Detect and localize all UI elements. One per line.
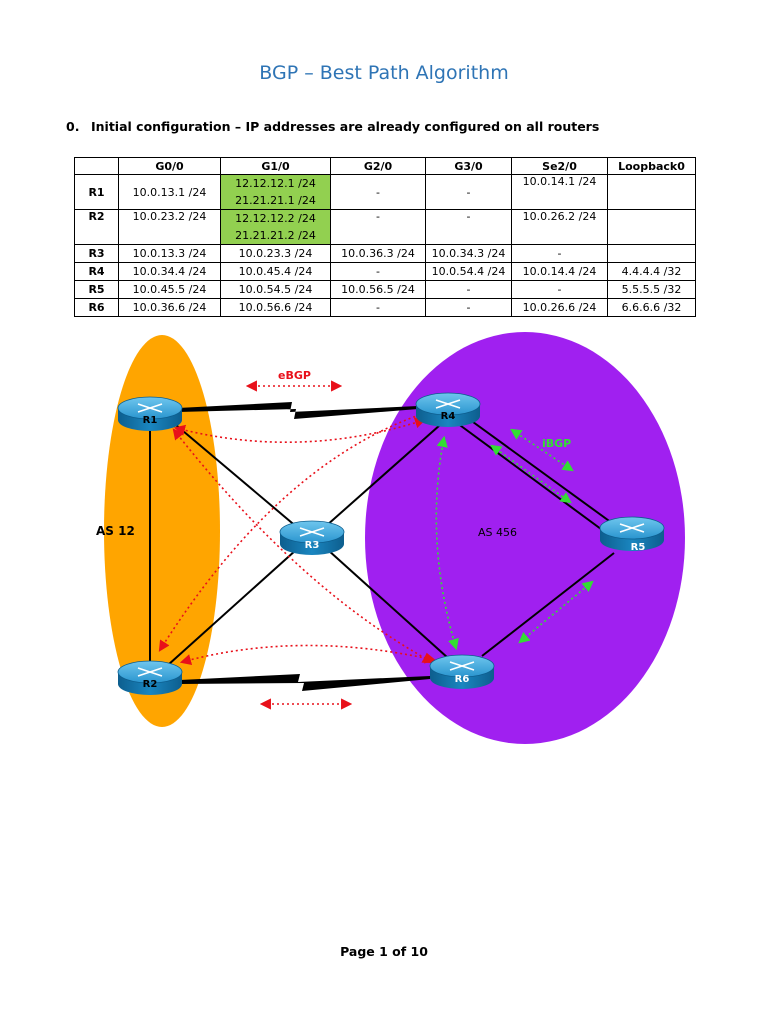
router-cell: R4 — [74, 262, 119, 281]
table-cell: - — [511, 244, 608, 263]
table-cell: 10.0.54.4 /24 — [425, 262, 512, 281]
table-cell: - — [330, 298, 426, 317]
ibgp-r4-r5 — [490, 444, 572, 504]
table-cell: - — [425, 209, 512, 245]
page-footer: Page 1 of 10 — [340, 944, 428, 959]
ibgp-r4-r6 — [435, 435, 459, 651]
table-row: R4 10.0.34.4 /24 10.0.45.4 /24 - 10.0.54… — [74, 262, 696, 281]
router-label: R6 — [455, 674, 470, 685]
table-cell: 10.0.54.5 /24 — [220, 280, 331, 299]
table-cell: 10.0.45.4 /24 — [220, 262, 331, 281]
ebgp-sessions — [158, 380, 437, 710]
table-cell: 10.0.34.3 /24 — [425, 244, 512, 263]
topology-diagram: eBGP iBGP AS 12 AS 456 R1 R2 R3 R4 — [96, 332, 685, 744]
table-cell: 10.0.14.1 /24 — [511, 174, 608, 210]
table-cell-line: 12.12.12.2 /24 — [221, 210, 330, 227]
router-r4: R4 — [415, 392, 481, 427]
table-cell: 5.5.5.5 /32 — [607, 280, 696, 299]
table-cell-line: 10.0.23.3 /24 — [238, 247, 313, 260]
table-cell: 10.0.23.2 /24 — [118, 209, 221, 245]
table-header: Loopback0 — [607, 157, 696, 175]
table-cell — [607, 174, 696, 210]
section-text: Initial configuration – IP addresses are… — [91, 119, 600, 134]
table-cell-line: 10.0.45.4 /24 — [238, 265, 313, 278]
table-cell: 10.0.36.6 /24 — [118, 298, 221, 317]
table-cell: - — [425, 298, 512, 317]
table-cell: 10.0.23.3 /24 — [220, 244, 331, 263]
table-cell — [607, 209, 696, 245]
table-cell-line: 12.12.12.1 /24 — [221, 175, 330, 192]
table-header: G3/0 — [425, 157, 512, 175]
table-cell-line: 21.21.21.2 /24 — [221, 227, 330, 244]
table-cell: 10.0.34.4 /24 — [118, 262, 221, 281]
router-label: R5 — [631, 542, 646, 553]
ibgp-label: iBGP — [542, 437, 571, 450]
table-cell: 10.0.56.5 /24 — [330, 280, 426, 299]
table-cell: 12.12.12.1 /24 21.21.21.1 /24 — [220, 174, 331, 210]
table-cell: - — [511, 280, 608, 299]
table-cell: - — [330, 174, 426, 210]
table-row: R1 10.0.13.1 /24 12.12.12.1 /24 21.21.21… — [74, 174, 696, 210]
ip-address-table: G0/0 G1/0 G2/0 G3/0 Se2/0 Loopback0 R1 1… — [74, 157, 696, 317]
ibgp-sessions — [435, 428, 594, 651]
ebgp-label: eBGP — [278, 369, 311, 382]
table-cell: - — [425, 280, 512, 299]
router-label: R4 — [441, 411, 456, 422]
table-header: G2/0 — [330, 157, 426, 175]
router-r5: R5 — [599, 516, 665, 553]
router-r1: R1 — [117, 396, 183, 431]
router-cell: R6 — [74, 298, 119, 317]
router-cell: R5 — [74, 280, 119, 299]
ebgp-r2-r6 — [179, 644, 437, 666]
section-heading: 0. Initial configuration – IP addresses a… — [66, 119, 599, 134]
ibgp-r5-r6 — [518, 580, 594, 644]
serial-link-r1-r4 — [178, 402, 418, 419]
table-cell: 12.12.12.2 /24 21.21.21.2 /24 — [220, 209, 331, 245]
router-cell: R3 — [74, 244, 119, 263]
table-header: G1/0 — [220, 157, 331, 175]
serial-link-r2-r6 — [180, 674, 430, 691]
router-r6: R6 — [429, 654, 495, 689]
router-cell: R2 — [74, 209, 119, 245]
table-cell-line: 21.21.21.1 /24 — [221, 192, 330, 209]
table-cell: 10.0.26.6 /24 — [511, 298, 608, 317]
ibgp-legend-arrow — [510, 428, 574, 472]
router-label: R1 — [143, 415, 158, 426]
table-cell: 10.0.13.3 /24 — [118, 244, 221, 263]
table-row: R5 10.0.45.5 /24 10.0.54.5 /24 10.0.56.5… — [74, 280, 696, 299]
table-cell: - — [330, 262, 426, 281]
table-cell: 6.6.6.6 /32 — [607, 298, 696, 317]
table-header — [74, 157, 119, 175]
router-cell: R1 — [74, 174, 119, 210]
table-header-row: G0/0 G1/0 G2/0 G3/0 Se2/0 Loopback0 — [74, 157, 696, 175]
table-cell: 10.0.26.2 /24 — [511, 209, 608, 245]
table-cell: 10.0.13.1 /24 — [118, 174, 221, 210]
router-label: R3 — [305, 540, 320, 551]
table-cell: 10.0.56.6 /24 — [220, 298, 331, 317]
as456-label: AS 456 — [478, 526, 517, 539]
table-cell-line: 10.0.56.6 /24 — [238, 301, 313, 314]
table-row: R3 10.0.13.3 /24 10.0.23.3 /24 10.0.36.3… — [74, 244, 696, 263]
router-r2: R2 — [117, 660, 183, 695]
table-cell-line: 10.0.54.5 /24 — [238, 283, 313, 296]
table-row: R2 10.0.23.2 /24 12.12.12.2 /24 21.21.21… — [74, 209, 696, 245]
table-cell — [607, 244, 696, 263]
table-row: R6 10.0.36.6 /24 10.0.56.6 /24 - - 10.0.… — [74, 298, 696, 317]
table-header: Se2/0 — [511, 157, 608, 175]
router-label: R2 — [143, 679, 158, 690]
table-cell: 10.0.36.3 /24 — [330, 244, 426, 263]
as12-label: AS 12 — [96, 524, 135, 538]
section-number: 0. — [66, 119, 80, 134]
table-cell: - — [330, 209, 426, 245]
document-title: BGP – Best Path Algorithm — [259, 62, 509, 84]
table-cell: 10.0.14.4 /24 — [511, 262, 608, 281]
table-cell: 4.4.4.4 /32 — [607, 262, 696, 281]
table-cell: 10.0.45.5 /24 — [118, 280, 221, 299]
table-cell: - — [425, 174, 512, 210]
ebgp-r2-r4 — [158, 409, 431, 652]
router-r3: R3 — [279, 520, 345, 555]
table-header: G0/0 — [118, 157, 221, 175]
